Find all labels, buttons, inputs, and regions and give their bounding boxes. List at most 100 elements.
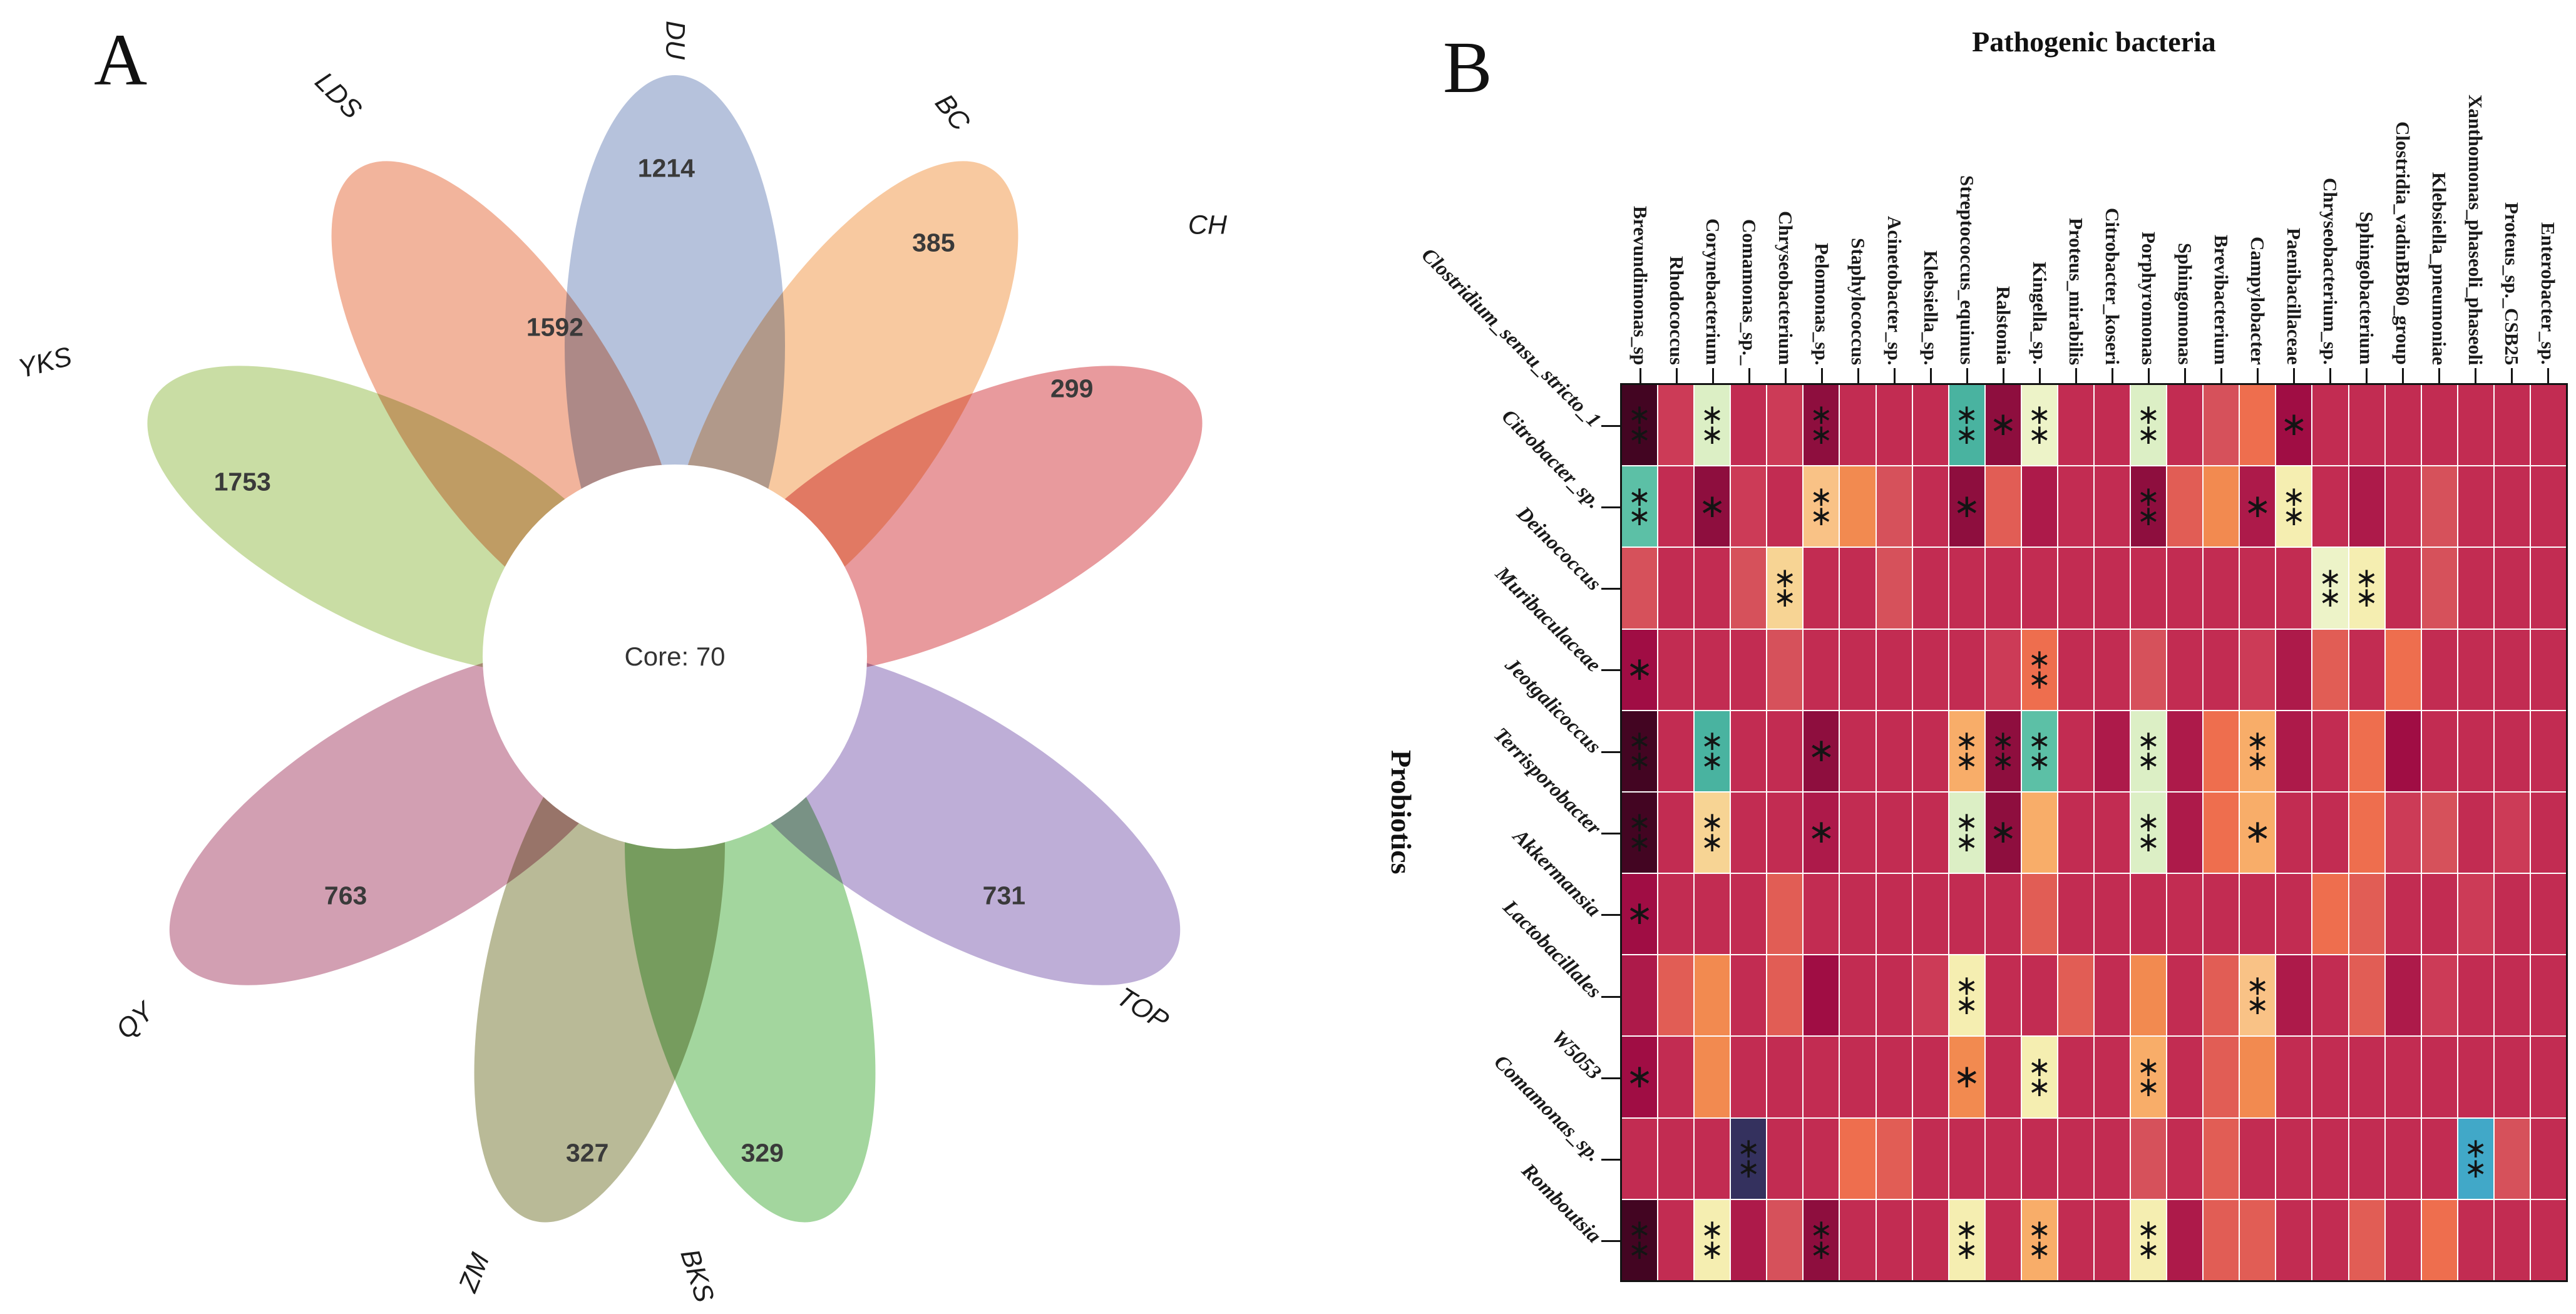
heatmap-cell-r11-c19 — [2276, 1199, 2312, 1280]
petal-count-QY: 763 — [324, 881, 367, 910]
column-tick — [2111, 368, 2113, 383]
heatmap-cell-r5-c18: ∗∗ — [2240, 711, 2276, 791]
heatmap-cell-r4-c12: ∗∗ — [2021, 629, 2057, 710]
significance-double-asterisk: ∗∗ — [2137, 480, 2160, 533]
heatmap-cell-r3-c8 — [1876, 548, 1912, 629]
petal-name-ZM: ZM — [453, 1249, 496, 1296]
heatmap-cell-r10-c9 — [1912, 1118, 1948, 1199]
heatmap-cell-r7-c4 — [1731, 874, 1767, 955]
heatmap-cell-r4-c3 — [1695, 629, 1730, 710]
heatmap-cell-r11-c5 — [1767, 1199, 1803, 1280]
column-tick — [1929, 368, 1932, 383]
heatmap-cell-r10-c4: ∗∗ — [1731, 1118, 1767, 1199]
petal-count-BKS: 329 — [741, 1138, 784, 1168]
heatmap-cell-r8-c7 — [1840, 955, 1876, 1036]
heatmap-cell-r1-c5 — [1767, 385, 1803, 466]
heatmap-cell-r9-c22 — [2385, 1037, 2421, 1117]
heatmap-cell-r11-c12: ∗∗ — [2021, 1199, 2057, 1280]
significance-double-asterisk: ∗∗ — [1955, 806, 1979, 858]
heatmap-cell-r6-c17 — [2204, 792, 2239, 873]
heatmap-cell-r3-c12 — [2021, 548, 2057, 629]
heatmap-cell-r6-c3: ∗∗ — [1695, 792, 1730, 873]
significance-double-asterisk: ∗∗ — [2319, 562, 2342, 614]
core-count-label: Core: 70 — [624, 642, 726, 671]
heatmap-cell-r9-c24 — [2458, 1037, 2493, 1117]
heatmap-cell-r3-c16 — [2167, 548, 2203, 629]
heatmap-cell-r1-c18 — [2240, 385, 2276, 466]
heatmap-cell-r3-c7 — [1840, 548, 1876, 629]
row-tick — [1601, 506, 1620, 508]
heatmap-cell-r3-c15 — [2131, 548, 2167, 629]
petal-count-DU: 1214 — [637, 153, 695, 183]
heatmap-cell-r5-c4 — [1731, 711, 1767, 791]
heatmap-cell-r1-c7 — [1840, 385, 1876, 466]
heatmap-cell-r8-c6 — [1804, 955, 1839, 1036]
significance-double-asterisk: ∗∗ — [2464, 1132, 2488, 1184]
significance-asterisk: ∗ — [1989, 813, 2017, 851]
significance-double-asterisk: ∗∗ — [2137, 725, 2160, 777]
heatmap-cell-r10-c20 — [2312, 1118, 2348, 1199]
heatmap-cell-r10-c10 — [1949, 1118, 1984, 1199]
heatmap-cell-r4-c16 — [2167, 629, 2203, 710]
heatmap-cell-r5-c19 — [2276, 711, 2312, 791]
heatmap-cell-r1-c16 — [2167, 385, 2203, 466]
significance-double-asterisk: ∗∗ — [1700, 1214, 1724, 1266]
heatmap-cell-r11-c10: ∗∗ — [1949, 1199, 1984, 1280]
heatmap-cell-r5-c9 — [1912, 711, 1948, 791]
row-label-Romboutsia: Romboutsia — [1517, 1159, 1606, 1248]
heatmap-cell-r10-c12 — [2021, 1118, 2057, 1199]
heatmap-cell-r2-c11 — [1985, 466, 2021, 547]
heatmap-cell-r2-c25 — [2494, 466, 2530, 547]
heatmap-cell-r10-c13 — [2058, 1118, 2093, 1199]
heatmap-cell-r4-c10 — [1949, 629, 1984, 710]
heatmap-cell-r4-c22 — [2385, 629, 2421, 710]
column-label-Sphingomonas: Sphingomonas — [2174, 243, 2196, 365]
significance-double-asterisk: ∗∗ — [1955, 725, 1979, 777]
heatmap-cell-r5-c16 — [2167, 711, 2203, 791]
heatmap-cell-r2-c23 — [2421, 466, 2457, 547]
heatmap-cell-r9-c17 — [2204, 1037, 2239, 1117]
significance-double-asterisk: ∗∗ — [1737, 1132, 1760, 1184]
heatmap-cell-r9-c1: ∗ — [1622, 1037, 1658, 1117]
heatmap-cell-r9-c7 — [1840, 1037, 1876, 1117]
significance-double-asterisk: ∗∗ — [2282, 480, 2306, 533]
heatmap-cell-r1-c13 — [2058, 385, 2093, 466]
heatmap-grid: ∗∗∗∗∗∗∗∗∗∗∗∗∗∗∗∗∗∗∗∗∗∗∗∗∗∗∗∗∗∗∗∗∗∗∗∗∗∗∗∗… — [1620, 383, 2568, 1282]
significance-double-asterisk: ∗∗ — [1628, 725, 1651, 777]
heatmap-cell-r11-c13 — [2058, 1199, 2093, 1280]
heatmap-cell-r6-c14 — [2095, 792, 2130, 873]
heatmap-cell-r8-c3 — [1695, 955, 1730, 1036]
heatmap-cell-r9-c2 — [1658, 1037, 1694, 1117]
significance-double-asterisk: ∗∗ — [2137, 1214, 2160, 1266]
heatmap-cell-r3-c6 — [1804, 548, 1839, 629]
column-label-Kingella_sp.: Kingella_sp. — [2029, 262, 2051, 365]
heatmap-cell-r10-c14 — [2095, 1118, 2130, 1199]
heatmap-cell-r2-c9 — [1912, 466, 1948, 547]
heatmap-cell-r4-c23 — [2421, 629, 2457, 710]
heatmap-cell-r6-c19 — [2276, 792, 2312, 873]
heatmap-cell-r2-c3: ∗ — [1695, 466, 1730, 547]
row-tick — [1601, 914, 1620, 916]
heatmap-cell-r10-c7 — [1840, 1118, 1876, 1199]
column-tick — [1857, 368, 1859, 383]
heatmap-cell-r7-c23 — [2421, 874, 2457, 955]
heatmap-cell-r4-c6 — [1804, 629, 1839, 710]
heatmap-cell-r9-c23 — [2421, 1037, 2457, 1117]
heatmap-cell-r7-c13 — [2058, 874, 2093, 955]
petal-name-YKS: YKS — [15, 341, 75, 384]
heatmap-cell-r3-c14 — [2095, 548, 2130, 629]
significance-double-asterisk: ∗∗ — [2137, 399, 2160, 451]
heatmap-cell-r3-c21: ∗∗ — [2349, 548, 2384, 629]
heatmap-cell-r1-c9 — [1912, 385, 1948, 466]
column-label-Staphylococcus: Staphylococcus — [1847, 237, 1869, 365]
heatmap-cell-r6-c15: ∗∗ — [2131, 792, 2167, 873]
flower-core-circle — [483, 465, 867, 849]
heatmap-cell-r7-c25 — [2494, 874, 2530, 955]
heatmap-cell-r1-c11: ∗ — [1985, 385, 2021, 466]
heatmap-cell-r9-c11 — [1985, 1037, 2021, 1117]
heatmap-cell-r8-c4 — [1731, 955, 1767, 1036]
significance-double-asterisk: ∗∗ — [2028, 1050, 2051, 1103]
significance-asterisk: ∗ — [2244, 813, 2272, 851]
heatmap-cell-r3-c9 — [1912, 548, 1948, 629]
heatmap-cell-r2-c21 — [2349, 466, 2384, 547]
